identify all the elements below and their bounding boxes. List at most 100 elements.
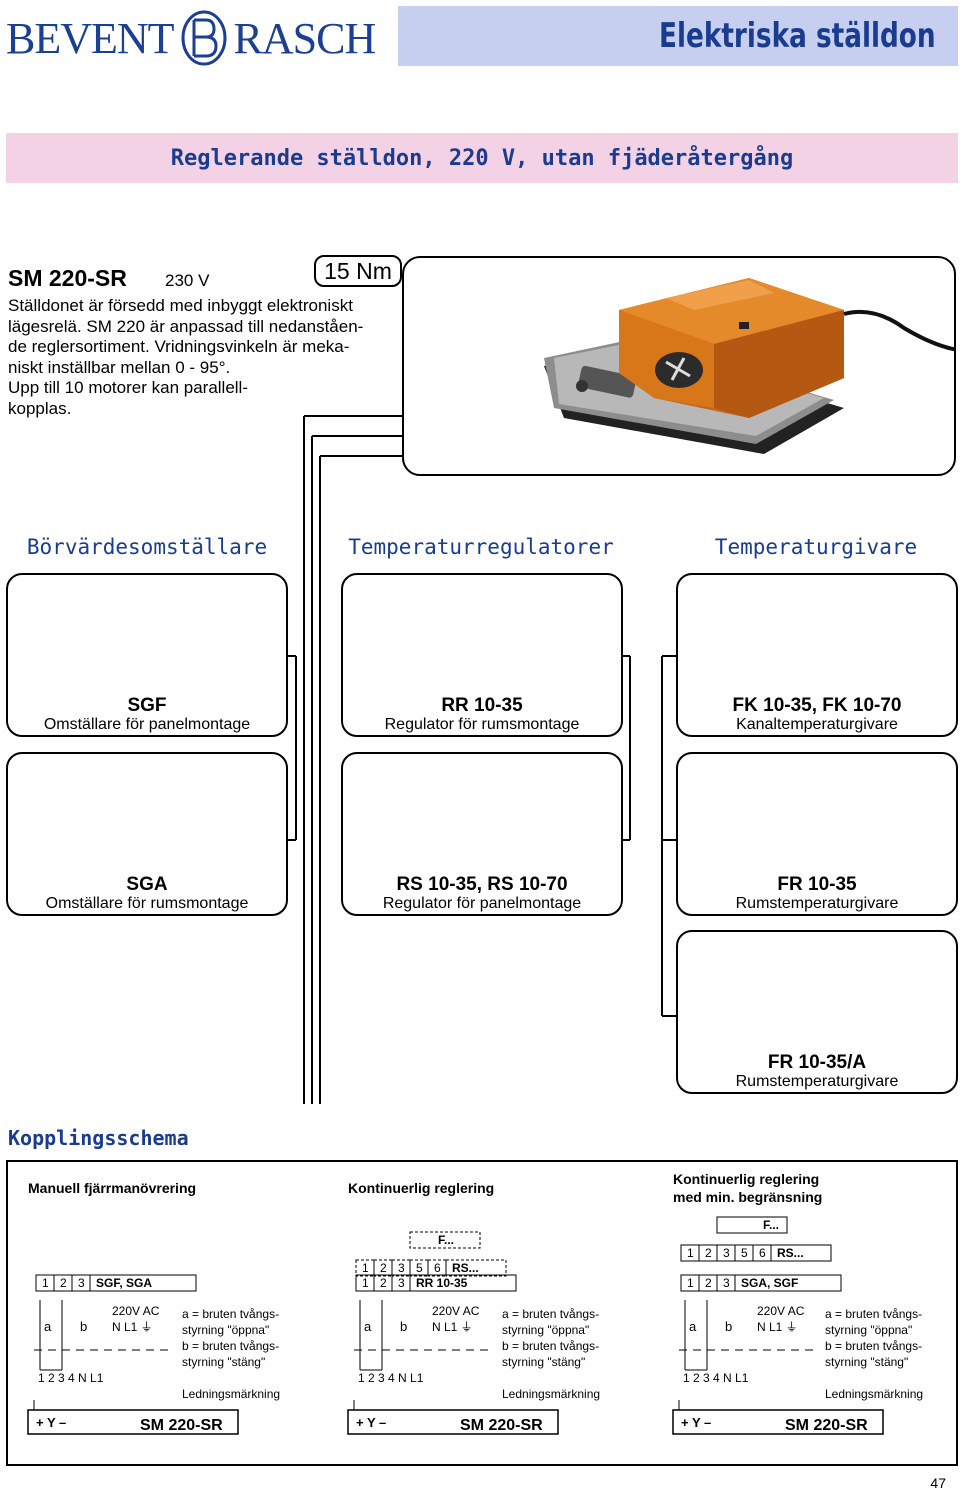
terminal-number: 3 — [723, 1276, 730, 1290]
product-box-sga: SGA Omställare för rumsmontage — [6, 752, 288, 916]
terminal-number: 3 — [723, 1246, 730, 1260]
connection-lines — [287, 415, 677, 1104]
product-box-desc: Rumstemperaturgivare — [735, 895, 899, 912]
page-number: 47 — [930, 1475, 946, 1491]
terminal-number: 1 — [42, 1276, 49, 1290]
switch-label-a: a — [44, 1319, 52, 1334]
device-label-cell — [445, 1259, 507, 1277]
terminal-number: 2 — [705, 1246, 712, 1260]
motor-label: SM 220-SR — [785, 1417, 868, 1434]
product-box-fk: FK 10-35, FK 10-70 Kanaltemperaturgivare — [676, 573, 958, 737]
legend-b-line2: styrning "stäng" — [502, 1355, 585, 1369]
supply-label: 220V AC — [432, 1304, 480, 1318]
product-box-desc: Kanaltemperaturgivare — [736, 716, 898, 733]
product-box-desc: Omställare för rumsmontage — [45, 895, 249, 912]
supply-label: 220V AC — [757, 1304, 805, 1318]
device-label-cell — [89, 1274, 197, 1292]
brand-logo: BEVENT RASCH — [6, 8, 377, 68]
terminal-number: 2 — [380, 1276, 387, 1290]
logo-monogram-icon — [181, 10, 227, 66]
terminal-number: 6 — [759, 1246, 766, 1260]
actuator-illustration — [544, 278, 954, 454]
product-box-desc: Omställare för panelmontage — [43, 716, 251, 733]
device-label: RS... — [452, 1261, 479, 1275]
legend-a-line2: styrning "öppna" — [825, 1323, 912, 1337]
terminal-number: 1 — [362, 1261, 369, 1275]
device-label: SGA, SGF — [741, 1276, 798, 1290]
product-box-fr: FR 10-35 Rumstemperaturgivare — [676, 752, 958, 916]
legend-b-line2: styrning "stäng" — [825, 1355, 908, 1369]
terminal-number: 1 — [687, 1246, 694, 1260]
supply-label: 220V AC — [112, 1304, 160, 1318]
logo-text-right: RASCH — [233, 13, 377, 63]
product-box-desc: Regulator för rumsmontage — [384, 716, 580, 733]
product-box-name: RS 10-35, RS 10-70 — [396, 874, 568, 895]
terminal-number: 2 — [60, 1276, 67, 1290]
wire-marking-label: Ledningsmärkning — [182, 1387, 280, 1401]
category-temperature-controllers: Temperaturregulatorer — [348, 535, 614, 559]
actuator-photo — [402, 256, 956, 476]
wiring-frame — [6, 1160, 958, 1466]
diagram-heading: Kontinuerlig reglering — [673, 1171, 819, 1187]
wire-marking-label: Ledningsmärkning — [502, 1387, 600, 1401]
device-label: SGF, SGA — [96, 1276, 152, 1290]
terminal-number: 2 — [705, 1276, 712, 1290]
signal-label: + Y – — [356, 1415, 386, 1430]
device-label: F... — [763, 1218, 779, 1232]
legend-a-line1: a = bruten tvångs- — [502, 1307, 599, 1321]
switch-label-b: b — [80, 1319, 87, 1334]
diagram-heading: Kontinuerlig reglering — [348, 1180, 494, 1196]
signal-label: + Y – — [681, 1415, 711, 1430]
legend-a-line2: styrning "öppna" — [182, 1323, 269, 1337]
subtitle-banner: Reglerande ställdon, 220 V, utan fjäderå… — [6, 133, 958, 183]
terminal-number: 5 — [741, 1246, 748, 1260]
motor-terminals: 1 2 3 4 N L1 — [38, 1371, 104, 1385]
motor-label: SM 220-SR — [140, 1417, 223, 1434]
switch-label-a: a — [364, 1319, 372, 1334]
terminal-number: 1 — [362, 1276, 369, 1290]
legend-a-line1: a = bruten tvångs- — [825, 1307, 922, 1321]
terminal-cell — [427, 1259, 447, 1277]
supply-terminals: N L1 ⏚ — [432, 1320, 473, 1334]
motor-terminals: 1 2 3 4 N L1 — [683, 1371, 749, 1385]
product-voltage: 230 V — [165, 271, 210, 290]
product-description: Ställdonet är försedd med inbyggt elektr… — [8, 296, 364, 418]
signal-label: + Y – — [36, 1415, 66, 1430]
product-box-rr: RR 10-35 Regulator för rumsmontage — [341, 573, 623, 737]
product-box-name: RR 10-35 — [441, 695, 523, 716]
legend-b-line1: b = bruten tvångs- — [502, 1339, 599, 1353]
terminal-number: 2 — [380, 1261, 387, 1275]
product-box-name: SGA — [126, 874, 168, 895]
product-name: SM 220-SR — [8, 265, 127, 291]
switch-label-b: b — [400, 1319, 407, 1334]
legend-a-line2: styrning "öppna" — [502, 1323, 589, 1337]
page-title: Elektriska ställdon — [659, 16, 936, 56]
product-box-rs: RS 10-35, RS 10-70 Regulator för panelmo… — [341, 752, 623, 916]
product-box-name: FK 10-35, FK 10-70 — [732, 695, 902, 716]
device-label-cell — [716, 1216, 788, 1234]
product-box-name: FR 10-35 — [777, 874, 857, 895]
product-box-desc: Rumstemperaturgivare — [735, 1073, 899, 1090]
device-label: F... — [438, 1233, 454, 1247]
motor-box — [347, 1409, 559, 1435]
device-label-cell — [734, 1274, 842, 1292]
product-box-name: FR 10-35/A — [767, 1052, 867, 1073]
terminal-number: 3 — [78, 1276, 85, 1290]
device-label-cell — [409, 1231, 481, 1249]
product-box-sgf: SGF Omställare för panelmontage — [6, 573, 288, 737]
wiring-title: Kopplingsschema — [8, 1126, 189, 1150]
device-label-cell — [409, 1274, 517, 1292]
page-subtitle: Reglerande ställdon, 220 V, utan fjäderå… — [170, 145, 794, 171]
terminal-number: 3 — [398, 1276, 405, 1290]
torque-badge: 15 Nm — [314, 255, 402, 287]
supply-terminals: N L1 ⏚ — [757, 1320, 798, 1334]
motor-box — [27, 1409, 239, 1435]
device-label: RS... — [777, 1246, 804, 1260]
terminal-number: 1 — [687, 1276, 694, 1290]
logo-text-left: BEVENT — [6, 13, 175, 63]
diagram-heading: Manuell fjärrmanövrering — [28, 1180, 196, 1196]
category-temperature-sensors: Temperaturgivare — [714, 535, 918, 559]
terminal-number: 3 — [398, 1261, 405, 1275]
legend-b-line1: b = bruten tvångs- — [825, 1339, 922, 1353]
